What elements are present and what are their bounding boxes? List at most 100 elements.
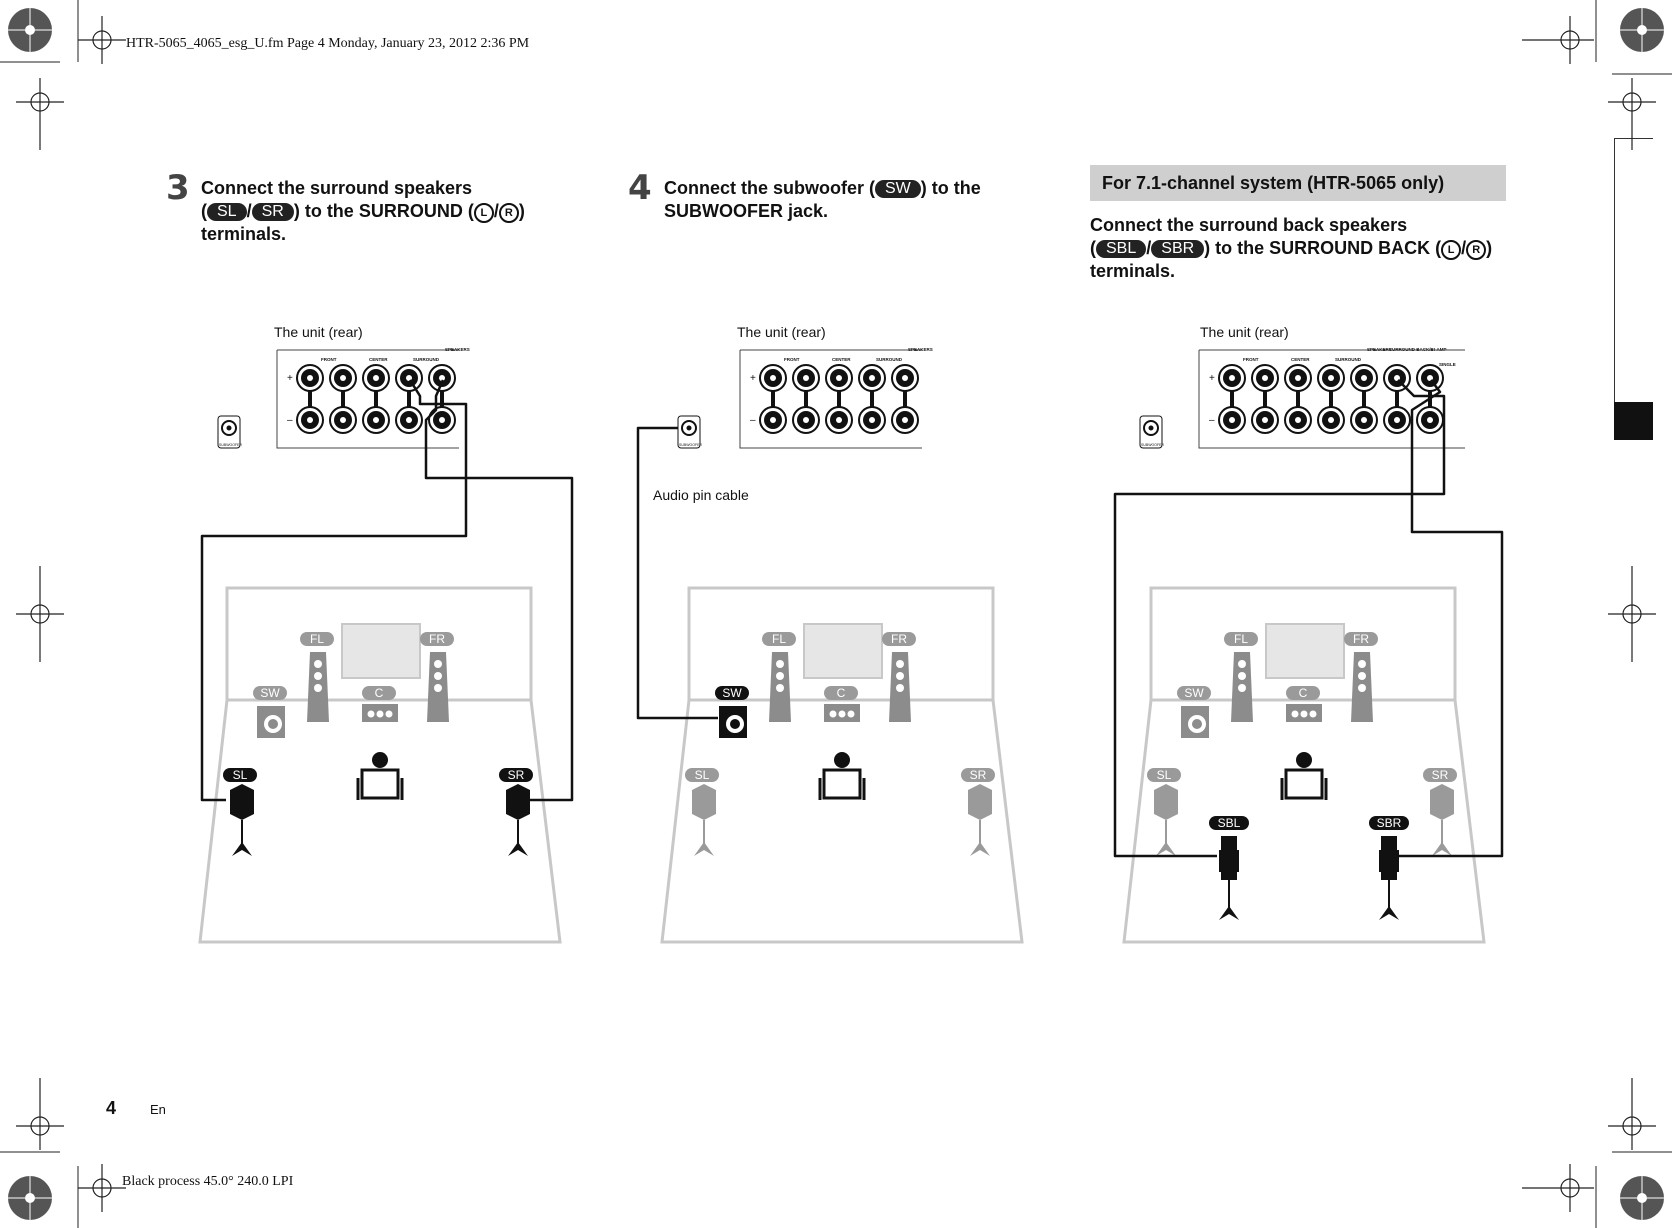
sbr-label: SBR — [1377, 816, 1402, 830]
jack-center — [686, 425, 692, 431]
panel-single-label: SINGLE — [1439, 362, 1456, 367]
tv-screen — [803, 623, 883, 679]
subwoofer-jack: SUBWOOFER — [1139, 415, 1164, 449]
room-floor — [660, 699, 1024, 944]
rear-panel: SPEAKERSFRONTCENTERSURROUNDSURROUND BACK… — [1198, 347, 1465, 449]
c-label-bg — [362, 686, 396, 700]
panel-minus: – — [287, 415, 293, 426]
fr-label: FR — [891, 632, 907, 646]
terminal-hole — [902, 375, 908, 381]
subwoofer-jack: SUBWOOFER — [677, 415, 702, 449]
c-label: C — [375, 686, 384, 700]
sr-label: SR — [1432, 768, 1449, 782]
front-right-speaker-driver — [896, 672, 904, 680]
listener-head — [372, 752, 388, 768]
step-4-line-1: Connect the subwoofer (SW) to the — [664, 178, 981, 198]
front-right-speaker-driver — [434, 684, 442, 692]
terminal-hole — [373, 375, 379, 381]
listener-chair — [822, 768, 862, 800]
surround-right-speaker-body — [506, 784, 530, 820]
terminal-hole — [1262, 417, 1268, 423]
terminal-hole — [869, 417, 875, 423]
front-right-speaker-driver — [1358, 672, 1366, 680]
terminal-hole — [1229, 417, 1235, 423]
sr-cable — [424, 379, 574, 802]
sr-label-bg — [961, 768, 995, 782]
section-line-3: terminals. — [1090, 261, 1176, 281]
front-right-speaker-driver — [896, 684, 904, 692]
sw-label-bg — [1177, 686, 1211, 700]
panel-surround-label: SURROUND — [876, 357, 903, 362]
sl-label-bg — [223, 768, 257, 782]
terminal-hole — [836, 417, 842, 423]
terminal-hole — [1427, 375, 1433, 381]
surround-back-right-speaker-base — [1379, 906, 1399, 920]
step-4-instruction: Connect the subwoofer (SW) to the SUBWOO… — [664, 177, 1024, 223]
surround-left-speaker-base — [1156, 842, 1176, 856]
left-circle-icon: L — [1441, 240, 1462, 260]
section-banner: For 7.1-channel system (HTR-5065 only) — [1090, 165, 1506, 201]
sbr-label-bg — [1369, 816, 1409, 830]
center-driver — [847, 710, 855, 718]
sbr-cable — [1393, 379, 1504, 858]
terminal-hole — [1394, 417, 1400, 423]
fr-label-bg — [882, 632, 916, 646]
sbl-cable — [1113, 379, 1446, 858]
panel-plus: + — [1209, 373, 1215, 384]
surround-right-speaker-base — [1432, 842, 1452, 856]
listener-chair — [360, 768, 400, 800]
jack-label: SUBWOOFER — [679, 443, 702, 447]
front-right-speaker-driver — [434, 672, 442, 680]
left-circle-icon: L — [473, 203, 494, 223]
sl-label: SL — [695, 768, 710, 782]
subwoofer-cone-center — [730, 719, 740, 729]
jack-center — [1148, 425, 1154, 431]
panel-center-label: CENTER — [369, 357, 388, 362]
surround-back-right-speaker-cabinet — [1379, 850, 1399, 872]
surround-back-left-speaker-cabinet — [1219, 850, 1239, 872]
step-4-line-2: SUBWOOFER jack. — [664, 201, 829, 221]
audio-pin-cable-label: Audio pin cable — [653, 487, 749, 503]
unit-rear-label-2: The unit (rear) — [737, 324, 826, 340]
sl-badge: SL — [207, 203, 247, 221]
thumb-tab-marker — [1614, 402, 1653, 440]
panel-frame — [1198, 349, 1381, 449]
surround-right-speaker-base — [508, 842, 528, 856]
c-label: C — [1299, 686, 1308, 700]
front-right-speaker-driver — [434, 660, 442, 668]
right-circle-icon: R — [498, 203, 519, 223]
surround-left-speaker-body — [1154, 784, 1178, 820]
panel-plus: + — [287, 373, 293, 384]
center-driver — [1291, 710, 1299, 718]
language-label: En — [150, 1102, 166, 1117]
sbr-badge: SBR — [1151, 240, 1205, 258]
terminal-hole — [1328, 375, 1334, 381]
panel-minus: – — [1209, 415, 1215, 426]
panel-plus: + — [750, 373, 756, 384]
front-left-speaker-driver — [314, 672, 322, 680]
sw-label-bg — [715, 686, 749, 700]
center-driver — [385, 710, 393, 718]
center-driver — [376, 710, 384, 718]
front-left-speaker-driver — [1238, 660, 1246, 668]
terminal-hole — [902, 417, 908, 423]
step-3-line-1: Connect the surround speakers — [201, 178, 473, 198]
front-right-speaker-driver — [1358, 684, 1366, 692]
jack-label: SUBWOOFER — [219, 443, 242, 447]
surround-left-speaker-base — [694, 842, 714, 856]
terminal-hole — [1229, 375, 1235, 381]
terminal-hole — [373, 417, 379, 423]
right-circle-icon: R — [1466, 240, 1487, 260]
terminal-hole — [439, 417, 445, 423]
section-line-2: (SBL/SBR) to the SURROUND BACK (L/R) — [1090, 238, 1493, 260]
step-3-number: 3 — [166, 168, 190, 208]
surround-right-speaker-body — [1430, 784, 1454, 820]
terminal-hole — [406, 417, 412, 423]
terminal-hole — [1262, 375, 1268, 381]
jack-label: SUBWOOFER — [1141, 443, 1164, 447]
terminal-hole — [1295, 375, 1301, 381]
file-note: HTR-5065_4065_esg_U.fm Page 4 Monday, Ja… — [126, 36, 530, 51]
terminal-hole — [307, 417, 313, 423]
